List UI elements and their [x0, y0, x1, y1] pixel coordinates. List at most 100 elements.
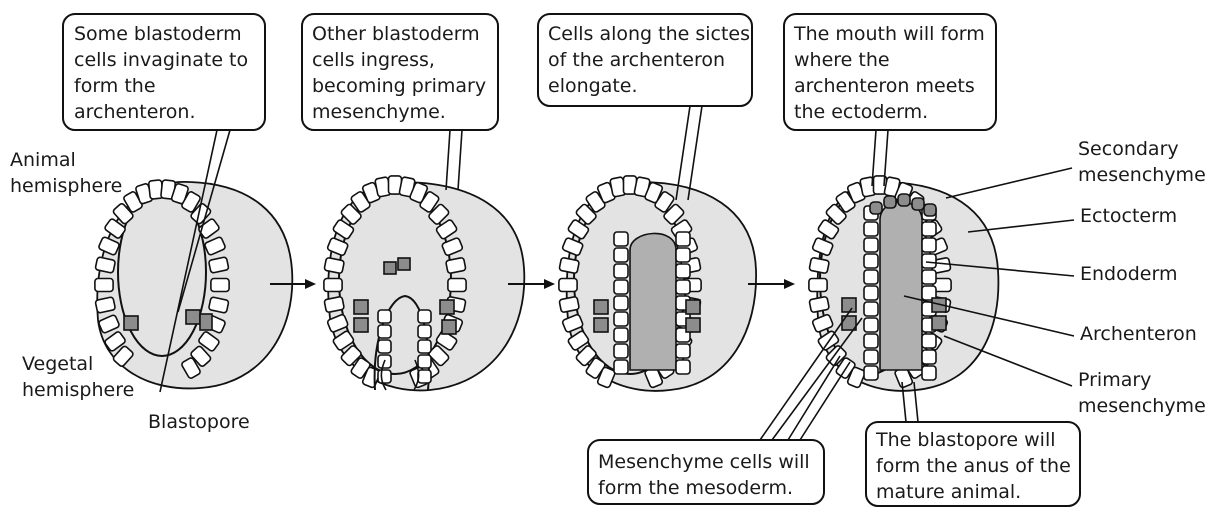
label-ectoderm: Ectocterm	[1080, 205, 1177, 227]
label-animal-hemisphere: Animal hemisphere	[10, 149, 122, 197]
secondary-mesenchyme-cell	[884, 196, 896, 208]
label-vegetal-line-1: Vegetal	[22, 353, 93, 375]
archenteron-cell	[864, 302, 878, 316]
epithelial-cell	[211, 279, 229, 292]
archenteron-cell	[864, 270, 878, 284]
secondary-mesenchyme-cell	[898, 194, 910, 206]
epithelial-cell	[446, 257, 466, 273]
archenteron-cell	[418, 340, 431, 353]
callout-4-line-3: archenteron meets	[794, 75, 975, 97]
secondary-mesenchyme-cell	[912, 198, 924, 210]
archenteron-cell	[922, 222, 936, 236]
callout-3: Cells along the sictes of the archentero…	[538, 14, 756, 200]
label-endoderm: Endoderm	[1080, 263, 1177, 285]
archenteron-cell	[676, 232, 690, 246]
callout-2-pointer	[446, 130, 462, 190]
epithelial-cell	[95, 297, 116, 313]
embryo-4-mesenchyme-cell	[932, 316, 946, 330]
epithelial-cell	[809, 296, 829, 312]
callout-1-line-3: form the	[74, 75, 156, 97]
archenteron-cell	[378, 325, 391, 338]
arrow-1-to-2-head	[305, 279, 316, 289]
secondary-mesenchyme-cell	[870, 202, 882, 214]
epithelial-cell	[208, 257, 229, 273]
embryo-2-mesenchyme-cell	[354, 300, 368, 314]
archenteron-cell	[864, 238, 878, 252]
label-animal-line-2: hemisphere	[10, 175, 122, 197]
callout-2-line-2: cells ingress,	[312, 49, 435, 71]
label-archenteron: Archenteron	[1080, 323, 1197, 345]
label-animal-line-1: Animal	[10, 149, 76, 171]
embryo-stage-2	[324, 176, 524, 391]
embryo-4-mesenchyme-cell	[842, 298, 856, 312]
archenteron-cell	[614, 312, 628, 326]
archenteron-cell	[614, 232, 628, 246]
arrow-3-to-4-head	[784, 279, 795, 289]
archenteron-cell	[614, 248, 628, 262]
epithelial-cell	[559, 279, 577, 292]
embryo-3-mesenchyme-cell	[686, 318, 700, 332]
archenteron-cell	[922, 366, 936, 380]
callout-5-line-1: Mesenchyme cells will	[598, 451, 810, 473]
archenteron-cell	[676, 360, 690, 374]
archenteron-cell	[922, 334, 936, 348]
epithelial-cell	[95, 279, 113, 292]
embryo-2-mesenchyme-cell	[354, 318, 368, 332]
embryo-3-mesenchyme-cell	[594, 300, 608, 314]
label-primary-line-1: Primary	[1078, 369, 1151, 391]
embryo-2-mesenchyme-cell	[442, 320, 456, 334]
archenteron-cell	[922, 270, 936, 284]
archenteron-cell	[676, 280, 690, 294]
archenteron-cell	[676, 248, 690, 262]
embryo-1-mesenchyme-cell	[124, 316, 138, 330]
secondary-mesenchyme-cell	[924, 204, 936, 216]
archenteron-cell	[418, 325, 431, 338]
callout-3-line-1: Cells along the sictes	[548, 23, 750, 45]
epithelial-cell	[448, 279, 466, 292]
archenteron-cell	[864, 254, 878, 268]
epithelial-cell	[809, 279, 827, 292]
embryo-1-mesenchyme-cell	[186, 310, 200, 324]
embryo-3-archenteron	[630, 233, 676, 370]
archenteron-cell	[864, 350, 878, 364]
archenteron-cell	[614, 264, 628, 278]
archenteron-cell	[922, 254, 936, 268]
callout-2-line-4: mesenchyme.	[312, 101, 446, 123]
archenteron-cell	[864, 334, 878, 348]
epithelial-cell	[95, 257, 116, 273]
callout-3-line-2: of the archenteron	[548, 49, 725, 71]
callout-1-line-2: cells invaginate to	[74, 49, 248, 71]
callout-2-line-1: Other blastoderm	[312, 23, 480, 45]
archenteron-cell	[418, 310, 431, 323]
callout-4-line-1: The mouth will form	[793, 23, 985, 45]
archenteron-cell	[922, 350, 936, 364]
archenteron-cell	[614, 296, 628, 310]
embryo-stage-3	[559, 176, 756, 391]
archenteron-cell	[378, 310, 391, 323]
archenteron-cell	[922, 238, 936, 252]
epithelial-cell	[559, 296, 579, 312]
embryo-1-mesenchyme-cell	[200, 314, 212, 330]
archenteron-cell	[614, 344, 628, 358]
callout-6-line-3: mature animal.	[876, 481, 1021, 503]
label-secondary-line-1: Secondary	[1078, 138, 1179, 160]
label-primary-line-2: mesenchyme	[1078, 395, 1206, 417]
epithelial-cell	[324, 279, 342, 292]
embryo-3-mesenchyme-cell	[594, 318, 608, 332]
archenteron-cell	[676, 264, 690, 278]
epithelial-cell	[324, 257, 344, 273]
callout-3-line-3: elongate.	[548, 75, 638, 97]
label-secondary-mesenchyme: Secondary mesenchyme	[1078, 138, 1206, 186]
embryo-2-ingressing-cell	[384, 262, 396, 274]
callout-4-line-2: where the	[794, 49, 890, 71]
archenteron-cell	[864, 286, 878, 300]
label-secondary-line-2: mesenchyme	[1078, 164, 1206, 186]
label-blastopore: Blastopore	[148, 411, 250, 433]
archenteron-cell	[378, 340, 391, 353]
callout-4-line-4: the ectoderm.	[794, 101, 928, 123]
callout-2-line-3: becoming primary	[312, 75, 486, 97]
embryo-stage-1	[95, 180, 292, 389]
callout-6: The blastopore will form the anus of the…	[866, 382, 1080, 506]
archenteron-cell	[418, 355, 431, 368]
leader-secondary-mesenchyme	[946, 168, 1072, 198]
